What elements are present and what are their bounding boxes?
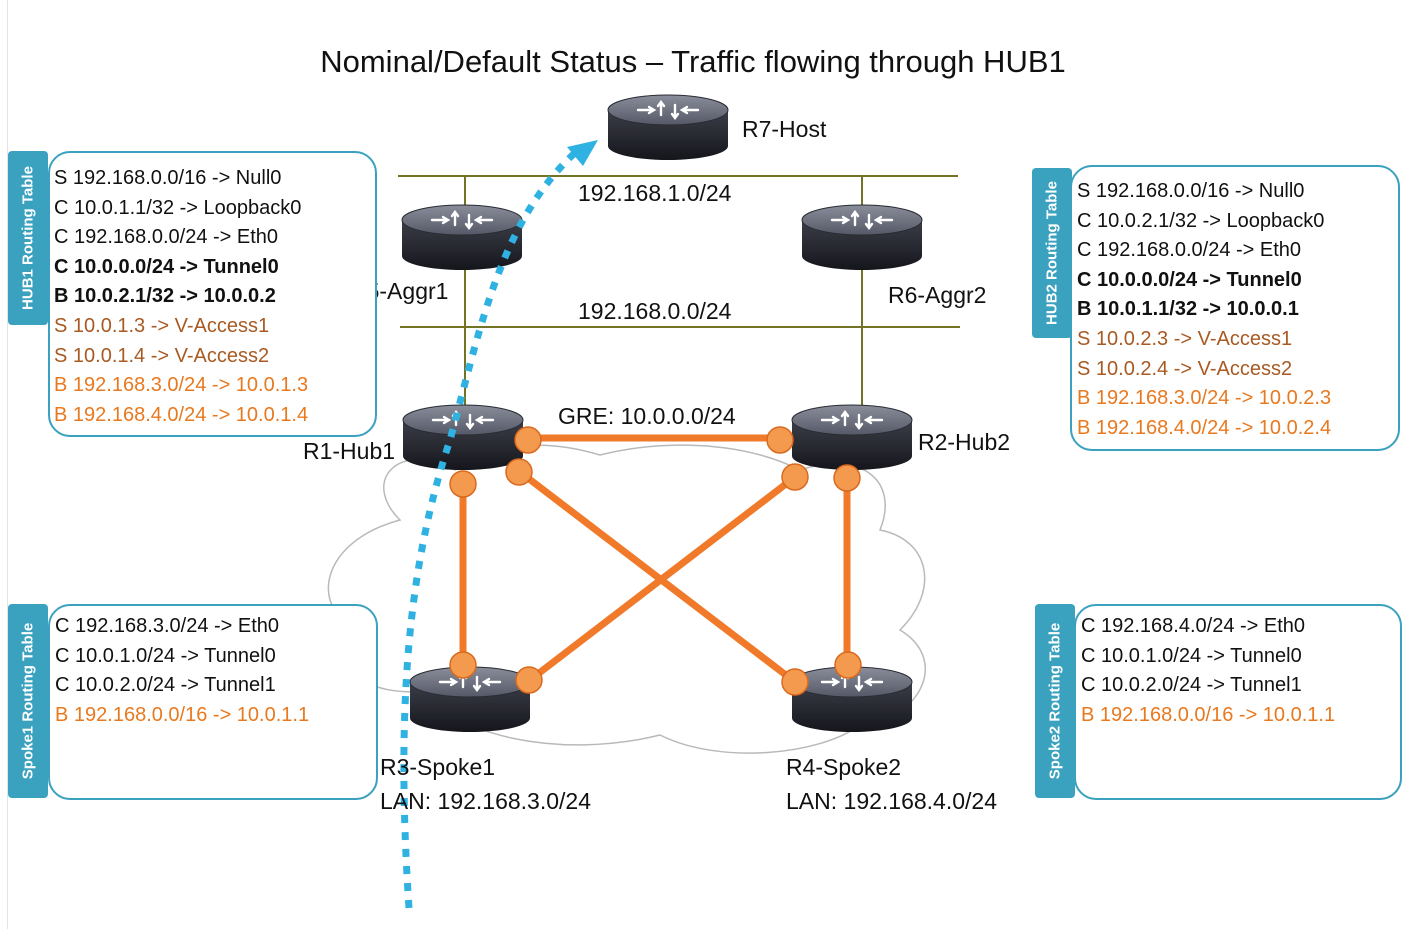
gre-network-label: GRE: 10.0.0.0/24 bbox=[558, 403, 736, 429]
router-r5-aggr1[interactable] bbox=[400, 203, 524, 272]
hub2-table-tab: HUB2 Routing Table bbox=[1032, 168, 1072, 338]
r1-label: R1-Hub1 bbox=[303, 438, 396, 464]
r3-lan-label: LAN: 192.168.3.0/24 bbox=[380, 788, 591, 814]
tunnel-endpoint bbox=[833, 464, 861, 492]
route-entry: B 192.168.0.0/16 -> 10.0.1.1 bbox=[55, 703, 310, 726]
route-entry: B 192.168.0.0/16 -> 10.0.1.1 bbox=[1081, 703, 1336, 726]
route-entry: B 192.168.3.0/24 -> 10.0.2.3 bbox=[1077, 387, 1332, 410]
route-entry: C 10.0.1.0/24 -> Tunnel0 bbox=[55, 644, 276, 667]
router-r7-host[interactable] bbox=[606, 93, 730, 162]
route-entry: C 10.0.2.0/24 -> Tunnel1 bbox=[55, 674, 276, 697]
tunnel-endpoint bbox=[515, 666, 543, 694]
route-entry: S 10.0.2.4 -> V-Access2 bbox=[1077, 357, 1293, 380]
route-entry: C 10.0.1.1/32 -> Loopback0 bbox=[54, 196, 302, 219]
route-entry: S 192.168.0.0/16 -> Null0 bbox=[54, 167, 282, 189]
hub1-routing-table: S 192.168.0.0/16 -> Null0 C 10.0.1.1/32 -… bbox=[48, 151, 377, 437]
r2-label: R2-Hub2 bbox=[918, 429, 1011, 455]
spoke2-table-tab: Spoke2 Routing Table bbox=[1035, 604, 1075, 798]
route-entry: C 192.168.4.0/24 -> Eth0 bbox=[1081, 615, 1306, 637]
route-entry: C 10.0.0.0/24 -> Tunnel0 bbox=[1077, 268, 1302, 291]
router-r2-hub2[interactable] bbox=[790, 403, 914, 472]
tunnel-endpoint bbox=[505, 458, 533, 486]
route-entry: C 192.168.0.0/24 -> Eth0 bbox=[54, 226, 279, 249]
r3-label: R3-Spoke1 bbox=[380, 754, 496, 780]
traffic-flow-arrowhead bbox=[567, 140, 598, 166]
tunnel-endpoint bbox=[781, 668, 809, 696]
page-edge-rule bbox=[7, 0, 8, 929]
network-lower-label: 192.168.0.0/24 bbox=[578, 298, 732, 324]
route-entry: S 192.168.0.0/16 -> Null0 bbox=[1077, 180, 1305, 202]
route-entry: C 192.168.3.0/24 -> Eth0 bbox=[55, 615, 280, 637]
tunnel-endpoint bbox=[781, 463, 809, 491]
route-entry: B 192.168.4.0/24 -> 10.0.2.4 bbox=[1077, 416, 1332, 439]
route-entry: B 10.0.2.1/32 -> 10.0.0.2 bbox=[54, 285, 276, 308]
route-entry: S 10.0.1.3 -> V-Access1 bbox=[54, 314, 270, 337]
router-r1-hub1[interactable] bbox=[401, 403, 525, 472]
tunnel-r1-r4 bbox=[516, 468, 799, 686]
route-entry: B 10.0.1.1/32 -> 10.0.0.1 bbox=[1077, 298, 1299, 321]
traffic-flow-path bbox=[400, 147, 581, 909]
spoke2-table-title: Spoke2 Routing Table bbox=[1046, 622, 1064, 780]
spoke1-table-title: Spoke1 Routing Table bbox=[19, 622, 37, 780]
spoke2-table-rows: C 192.168.4.0/24 -> Eth0 C 10.0.1.0/24 ->… bbox=[1081, 612, 1335, 730]
hub1-table-title: HUB1 Routing Table bbox=[19, 166, 37, 310]
r4-label: R4-Spoke2 bbox=[786, 754, 902, 780]
hub1-table-tab: HUB1 Routing Table bbox=[8, 151, 48, 325]
spoke2-routing-table: C 192.168.4.0/24 -> Eth0 C 10.0.1.0/24 ->… bbox=[1074, 604, 1402, 800]
route-entry: C 10.0.2.1/32 -> Loopback0 bbox=[1077, 209, 1325, 232]
hub1-table-rows: S 192.168.0.0/16 -> Null0 C 10.0.1.1/32 -… bbox=[54, 164, 308, 430]
route-entry: C 10.0.1.0/24 -> Tunnel0 bbox=[1081, 644, 1302, 667]
route-entry: B 192.168.4.0/24 -> 10.0.1.4 bbox=[54, 403, 309, 426]
hub2-routing-table: S 192.168.0.0/16 -> Null0 C 10.0.2.1/32 -… bbox=[1070, 165, 1400, 451]
route-entry: C 10.0.0.0/24 -> Tunnel0 bbox=[54, 255, 279, 278]
router-r6-aggr2[interactable] bbox=[800, 203, 924, 272]
r7-label: R7-Host bbox=[742, 116, 827, 142]
tunnel-endpoint bbox=[514, 426, 542, 454]
tunnel-endpoint bbox=[834, 651, 862, 679]
spoke1-table-tab: Spoke1 Routing Table bbox=[8, 604, 48, 798]
hub2-table-rows: S 192.168.0.0/16 -> Null0 C 10.0.2.1/32 -… bbox=[1077, 177, 1331, 443]
spoke1-table-rows: C 192.168.3.0/24 -> Eth0 C 10.0.1.0/24 ->… bbox=[55, 612, 309, 730]
tunnel-r2-r3 bbox=[526, 473, 799, 684]
route-entry: C 192.168.0.0/24 -> Eth0 bbox=[1077, 239, 1302, 262]
route-entry: C 10.0.2.0/24 -> Tunnel1 bbox=[1081, 674, 1302, 697]
r4-lan-label: LAN: 192.168.4.0/24 bbox=[786, 788, 997, 814]
route-entry: S 10.0.2.3 -> V-Access1 bbox=[1077, 327, 1293, 350]
tunnel-endpoint bbox=[449, 470, 477, 498]
route-entry: B 192.168.3.0/24 -> 10.0.1.3 bbox=[54, 374, 309, 397]
tunnel-endpoint bbox=[766, 426, 794, 454]
r6-label: R6-Aggr2 bbox=[888, 282, 987, 308]
route-entry: S 10.0.1.4 -> V-Access2 bbox=[54, 344, 270, 367]
tunnel-endpoint bbox=[449, 651, 477, 679]
hub2-table-title: HUB2 Routing Table bbox=[1043, 181, 1061, 325]
network-upper-label: 192.168.1.0/24 bbox=[578, 180, 732, 206]
spoke1-routing-table: C 192.168.3.0/24 -> Eth0 C 10.0.1.0/24 ->… bbox=[48, 604, 378, 800]
page-title: Nominal/Default Status – Traffic flowing… bbox=[320, 44, 1066, 79]
